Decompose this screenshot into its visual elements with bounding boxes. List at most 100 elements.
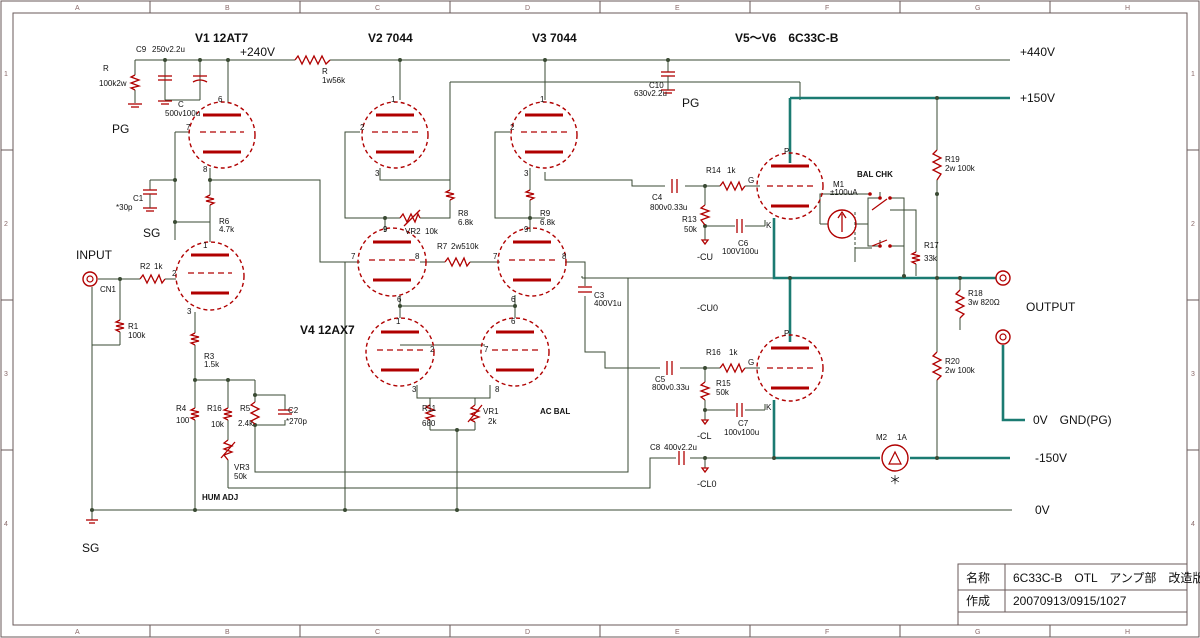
resistor-vr2 <box>399 212 421 224</box>
pin-v4-2: 2 <box>430 345 435 354</box>
capacitor-c8 <box>678 451 685 465</box>
value-r18: 3w 820Ω <box>968 298 1000 307</box>
label-r18: R18 <box>968 289 983 298</box>
pin-v2-9: 9 <box>383 225 388 234</box>
ground-icon <box>158 100 172 105</box>
capacitors <box>143 71 743 465</box>
capacitor-c5 <box>666 361 673 375</box>
ruler-col-d-bottom: D <box>525 629 530 636</box>
tube-label-v1: V1 12AT7 <box>195 31 248 45</box>
value-r11: 680 <box>422 419 436 428</box>
input-label: INPUT <box>76 248 113 262</box>
pin-v3-3: 3 <box>524 169 529 178</box>
value-r16a: 10k <box>211 420 225 429</box>
value-r5: 2.4k <box>238 419 254 428</box>
ruler-row-3-right: 3 <box>1191 371 1195 378</box>
resistor-r18 <box>954 289 966 319</box>
sg-label-bottom: SG <box>82 541 99 555</box>
input-connector <box>82 271 98 287</box>
tube-v2 <box>361 101 429 169</box>
resistor-r17 <box>910 251 921 265</box>
tube-v6 <box>756 334 824 402</box>
rail-label-0v: 0V <box>1035 503 1050 517</box>
ruler-row-4-right: 4 <box>1191 521 1195 528</box>
label-vr2: VR2 <box>405 227 421 236</box>
capacitor-c7 <box>736 403 743 417</box>
resistor-r20 <box>931 351 943 381</box>
pin-v6-g: G <box>748 358 754 367</box>
pin-v6-p: P <box>784 329 789 338</box>
label-r6: R6 <box>219 217 230 226</box>
value-c6: 100V100u <box>722 247 758 256</box>
pin-v4-6: 6 <box>511 317 516 326</box>
value-r3: 1.5k <box>204 360 220 369</box>
value-r4: 100 <box>176 416 190 425</box>
ruler-col-d: D <box>525 5 530 12</box>
label-vr1: VR1 <box>483 407 499 416</box>
label-c8: C8 <box>650 443 661 452</box>
resistor-r4 <box>189 407 200 421</box>
pin-v3-6: 6 <box>511 295 516 304</box>
label-r9: R9 <box>540 209 551 218</box>
ruler-row-2: 2 <box>4 221 8 228</box>
value-c2: *270p <box>286 417 307 426</box>
capacitor-c10 <box>661 71 675 77</box>
tube-label-v56: V5～V6 6C33C-B <box>735 31 839 45</box>
label-r-left: R <box>103 64 109 73</box>
sg-label-mid: SG <box>143 226 160 240</box>
hum-adj-label: HUM ADJ <box>202 493 238 502</box>
cu0-label: -CU0 <box>697 303 718 313</box>
ruler-col-c-bottom: C <box>375 629 380 636</box>
label-r13: R13 <box>682 215 697 224</box>
value-c10: 630v2.2u <box>634 89 667 98</box>
label-r14: R14 <box>706 166 721 175</box>
label-c5: C5 <box>655 375 666 384</box>
wires <box>91 59 1012 511</box>
tube-v3 <box>510 101 578 169</box>
value-r2: 1k <box>154 262 163 271</box>
ruler-col-a: A <box>75 5 80 12</box>
resistor-r5 <box>249 401 261 425</box>
junctions <box>90 58 962 512</box>
value-c9: 250v2.2u <box>152 45 185 54</box>
ruler-row-2-right: 2 <box>1191 221 1195 228</box>
value-r6: 4.7k <box>219 225 235 234</box>
tube-v1-lower <box>175 241 245 311</box>
resistor-r16b <box>719 362 746 374</box>
resistor-r15 <box>699 381 711 401</box>
output-label: OUTPUT <box>1026 300 1076 314</box>
label-cn1: CN1 <box>100 285 117 294</box>
resistor-r6 <box>204 194 216 206</box>
ruler-row-4: 4 <box>4 521 8 528</box>
value-m1: ±100uA <box>830 188 858 197</box>
resistor-r9 <box>524 189 536 201</box>
resistor-r11 <box>424 404 437 421</box>
vr2-wiper <box>403 209 421 227</box>
resistor-r14 <box>719 180 746 192</box>
value-r13: 50k <box>684 225 698 234</box>
value-r16b: 1k <box>729 348 738 357</box>
pin-v4-3: 3 <box>412 385 417 394</box>
pin-v4-1: 1 <box>396 317 401 326</box>
label-c3: C3 <box>594 291 605 300</box>
pin-numbers: 6 7 8 1 2 3 1 2 3 1 2 3 9 7 8 9 7 8 6 6 … <box>172 95 789 412</box>
ruler-row-1: 1 <box>4 71 8 78</box>
resistor-r-left <box>129 74 142 91</box>
capacitor-c4 <box>671 179 678 193</box>
cl0-label: -CL0 <box>697 479 717 489</box>
ruler-col-f-bottom: F <box>825 629 829 636</box>
meter-m2 <box>881 444 909 472</box>
value-c1: *30p <box>116 203 133 212</box>
value-r19: 2w 100k <box>945 164 976 173</box>
value-c3: 400V1u <box>594 299 622 308</box>
label-c1: C1 <box>133 194 144 203</box>
ruler-col-f: F <box>825 5 829 12</box>
label-r7: R7 <box>437 242 448 251</box>
ground-icon <box>700 239 710 246</box>
pin-v3-1: 1 <box>540 95 545 104</box>
bal-chk-switch <box>868 192 892 248</box>
resistor-r16a <box>222 407 233 421</box>
pin-v1-8: 8 <box>203 165 208 174</box>
cu-label: -CU <box>697 252 713 262</box>
